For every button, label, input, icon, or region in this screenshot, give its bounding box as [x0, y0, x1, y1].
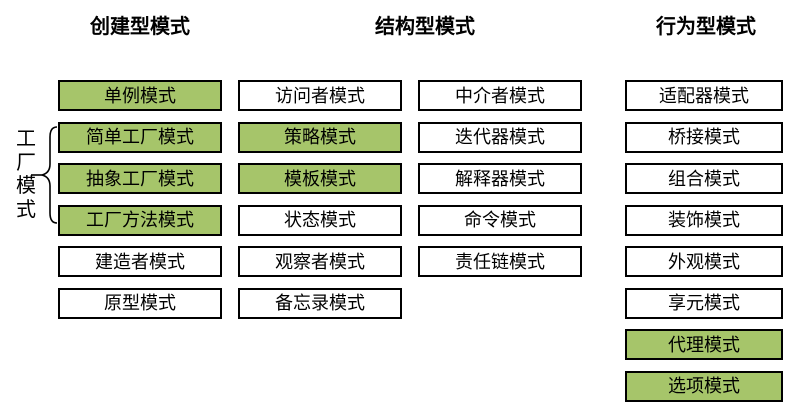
column-structural-right: 中介者模式 迭代器模式 解释器模式 命令模式 责任链模式 — [418, 80, 582, 288]
pattern-box-observer: 观察者模式 — [238, 246, 402, 277]
pattern-box-facade: 外观模式 — [625, 246, 783, 277]
pattern-box-command: 命令模式 — [418, 204, 582, 236]
pattern-box-abstract-factory: 抽象工厂模式 — [58, 163, 222, 194]
column-creational: 单例模式 简单工厂模式 抽象工厂模式 工厂方法模式 建造者模式 原型模式 — [58, 80, 222, 329]
pattern-box-memento: 备忘录模式 — [238, 287, 402, 319]
column-header-structural: 结构型模式 — [375, 16, 475, 38]
pattern-box-factory-method: 工厂方法模式 — [58, 204, 222, 236]
curly-brace-icon — [31, 126, 58, 224]
pattern-box-proxy: 代理模式 — [625, 329, 783, 360]
pattern-box-chain-of-responsibility: 责任链模式 — [418, 246, 582, 277]
pattern-box-template: 模板模式 — [238, 163, 402, 194]
pattern-box-decorator: 装饰模式 — [625, 204, 783, 236]
pattern-box-bridge: 桥接模式 — [625, 121, 783, 153]
pattern-box-strategy: 策略模式 — [238, 121, 402, 153]
column-header-creational: 创建型模式 — [90, 16, 190, 38]
pattern-box-composite: 组合模式 — [625, 163, 783, 194]
pattern-box-flyweight: 享元模式 — [625, 287, 783, 319]
column-behavioral: 适配器模式 桥接模式 组合模式 装饰模式 外观模式 享元模式 代理模式 选项模式 — [625, 80, 783, 411]
pattern-box-adapter: 适配器模式 — [625, 80, 783, 111]
pattern-box-singleton: 单例模式 — [58, 80, 222, 111]
pattern-box-simple-factory: 简单工厂模式 — [58, 121, 222, 153]
pattern-box-builder: 建造者模式 — [58, 246, 222, 277]
pattern-box-visitor: 访问者模式 — [238, 80, 402, 111]
pattern-box-interpreter: 解释器模式 — [418, 163, 582, 194]
column-header-behavioral: 行为型模式 — [656, 16, 756, 38]
pattern-box-state: 状态模式 — [238, 204, 402, 236]
pattern-box-prototype: 原型模式 — [58, 287, 222, 319]
pattern-box-options: 选项模式 — [625, 370, 783, 402]
column-structural-left: 访问者模式 策略模式 模板模式 状态模式 观察者模式 备忘录模式 — [238, 80, 402, 329]
pattern-box-iterator: 迭代器模式 — [418, 121, 582, 153]
factory-group-label: 工厂模式 — [16, 128, 36, 221]
pattern-box-mediator: 中介者模式 — [418, 80, 582, 111]
